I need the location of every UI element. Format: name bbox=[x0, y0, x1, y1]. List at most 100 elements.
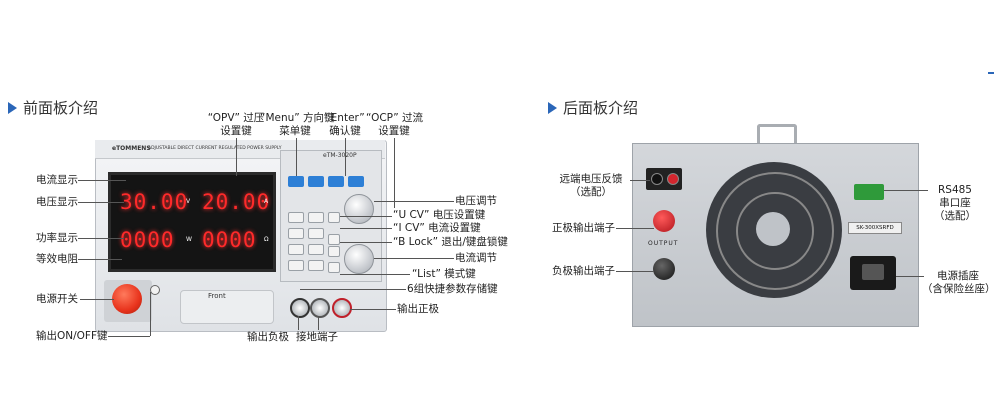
negative-terminal bbox=[290, 298, 310, 318]
arrow-right-button[interactable] bbox=[328, 176, 344, 187]
remote-sense-positive bbox=[667, 173, 679, 185]
leader-line bbox=[78, 202, 124, 203]
label-enter-line1: “Enter” bbox=[325, 112, 365, 124]
leader-line bbox=[78, 238, 124, 239]
leader-line bbox=[350, 309, 396, 310]
label-voltage-adjust: 电压调节 bbox=[455, 195, 497, 207]
label-remote-sense-line2: （选配） bbox=[570, 186, 612, 198]
power-socket-inner bbox=[862, 264, 884, 280]
leader-line bbox=[150, 292, 151, 336]
current-knob[interactable] bbox=[344, 244, 374, 274]
icv-button[interactable] bbox=[328, 234, 340, 245]
label-opv-line2: 设置键 bbox=[220, 125, 252, 137]
leader-line bbox=[78, 180, 126, 181]
positive-terminal bbox=[332, 298, 352, 318]
label-ocp: “OCP” 过流设置键 bbox=[366, 112, 423, 138]
label-negative-out: 负极输出端子 bbox=[552, 265, 615, 277]
ocp-button[interactable] bbox=[308, 212, 324, 223]
label-menu-line1: “Menu” 方向键 bbox=[260, 112, 335, 124]
label-block: “B Lock” 退出/键盘锁键 bbox=[393, 236, 508, 248]
label-enter-line2: 确认键 bbox=[329, 125, 361, 137]
front-panel-title: 前面板介绍 bbox=[8, 97, 98, 118]
model-label: eTM-3020P bbox=[323, 152, 357, 159]
menu-button[interactable] bbox=[288, 176, 304, 187]
label-remote-sense: 远端电压反馈（选配） bbox=[551, 173, 631, 199]
voltage-readout: 30.00 bbox=[120, 190, 189, 214]
label-ucv: “U CV” 电压设置键 bbox=[393, 209, 486, 221]
leader-line bbox=[884, 190, 928, 191]
preset-m5-button[interactable] bbox=[308, 244, 324, 255]
device-header-text: ADJUSTABLE DIRECT CURRENT REGULATED POWE… bbox=[148, 146, 282, 151]
unit-a: A bbox=[264, 198, 269, 205]
label-list: “List” 模式键 bbox=[412, 268, 476, 280]
label-menu: “Menu” 方向键菜单键 bbox=[260, 112, 335, 138]
opv-button[interactable] bbox=[288, 212, 304, 223]
unit-r: Ω bbox=[264, 236, 269, 243]
label-icv: “I CV” 电流设置键 bbox=[393, 222, 481, 234]
leader-line bbox=[340, 274, 410, 275]
label-opv-line1: “OPV” 过压 bbox=[207, 112, 265, 124]
triangle-bullet-icon bbox=[548, 101, 557, 114]
label-opv: “OPV” 过压设置键 bbox=[206, 112, 266, 138]
label-rs485-line2: 串口座 bbox=[939, 197, 971, 209]
label-current-display: 电流显示 bbox=[36, 174, 78, 186]
current-readout: 20.00 bbox=[202, 190, 271, 214]
fan-center-icon bbox=[756, 212, 790, 246]
label-positive-out: 正极输出端子 bbox=[552, 222, 615, 234]
leader-line bbox=[616, 228, 654, 229]
fan-grill-ring bbox=[716, 172, 834, 290]
leader-line bbox=[394, 138, 395, 208]
leader-line bbox=[340, 216, 392, 217]
label-output-positive: 输出正极 bbox=[397, 303, 439, 315]
preset-m2-button[interactable] bbox=[288, 244, 304, 255]
leader-line bbox=[630, 180, 650, 181]
unit-w: W bbox=[186, 236, 192, 243]
preset-m3-button[interactable] bbox=[288, 260, 304, 271]
triangle-bullet-icon bbox=[8, 101, 17, 114]
label-enter: “Enter”确认键 bbox=[325, 112, 365, 138]
enter-button[interactable] bbox=[348, 176, 364, 187]
leader-line bbox=[345, 138, 346, 176]
led-display bbox=[108, 172, 276, 272]
power-switch-button[interactable] bbox=[112, 284, 142, 314]
label-power-socket-line2: （含保险丝座） bbox=[922, 283, 996, 295]
front-label-plate bbox=[180, 290, 274, 324]
rear-handle bbox=[757, 124, 797, 145]
rear-panel-title-text: 后面板介绍 bbox=[563, 99, 639, 117]
rear-positive-terminal bbox=[653, 210, 675, 232]
leader-line bbox=[340, 228, 392, 229]
resistance-readout: 0000 bbox=[202, 228, 257, 252]
list-button[interactable] bbox=[328, 262, 340, 273]
label-voltage-display: 电压显示 bbox=[36, 196, 78, 208]
label-output-negative: 输出负极 bbox=[247, 331, 289, 343]
label-menu-line2: 菜单键 bbox=[279, 125, 311, 137]
front-panel-title-text: 前面板介绍 bbox=[23, 99, 99, 117]
block-button[interactable] bbox=[328, 246, 340, 257]
voltage-knob[interactable] bbox=[344, 194, 374, 224]
ucv-button[interactable] bbox=[328, 212, 340, 223]
leader-line bbox=[896, 276, 924, 277]
leader-line bbox=[108, 336, 150, 337]
ground-terminal bbox=[310, 298, 330, 318]
unit-v: V bbox=[186, 198, 191, 205]
arrow-left-button[interactable] bbox=[308, 176, 324, 187]
leader-line bbox=[340, 242, 392, 243]
leader-line bbox=[616, 271, 654, 272]
label-current-adjust: 电流调节 bbox=[455, 252, 497, 264]
leader-line bbox=[80, 299, 114, 300]
label-ocp-line1: “OCP” 过流 bbox=[366, 112, 423, 124]
label-equiv-resistance: 等效电阻 bbox=[36, 253, 78, 265]
preset-m1-button[interactable] bbox=[288, 228, 304, 239]
output-onoff-button[interactable] bbox=[150, 285, 160, 295]
label-power-socket: 电源插座（含保险丝座） bbox=[922, 270, 996, 296]
leader-line bbox=[374, 201, 454, 202]
output-text: OUTPUT bbox=[648, 240, 679, 247]
label-output-onoff: 输出ON/OFF键 bbox=[36, 330, 108, 342]
power-readout: 0000 bbox=[120, 228, 175, 252]
label-remote-sense-line1: 远端电压反馈 bbox=[559, 173, 623, 185]
preset-m6-button[interactable] bbox=[308, 260, 324, 271]
label-rs485-line1: RS485 bbox=[937, 184, 972, 196]
preset-m4-button[interactable] bbox=[308, 228, 324, 239]
label-ocp-line2: 设置键 bbox=[378, 125, 410, 137]
